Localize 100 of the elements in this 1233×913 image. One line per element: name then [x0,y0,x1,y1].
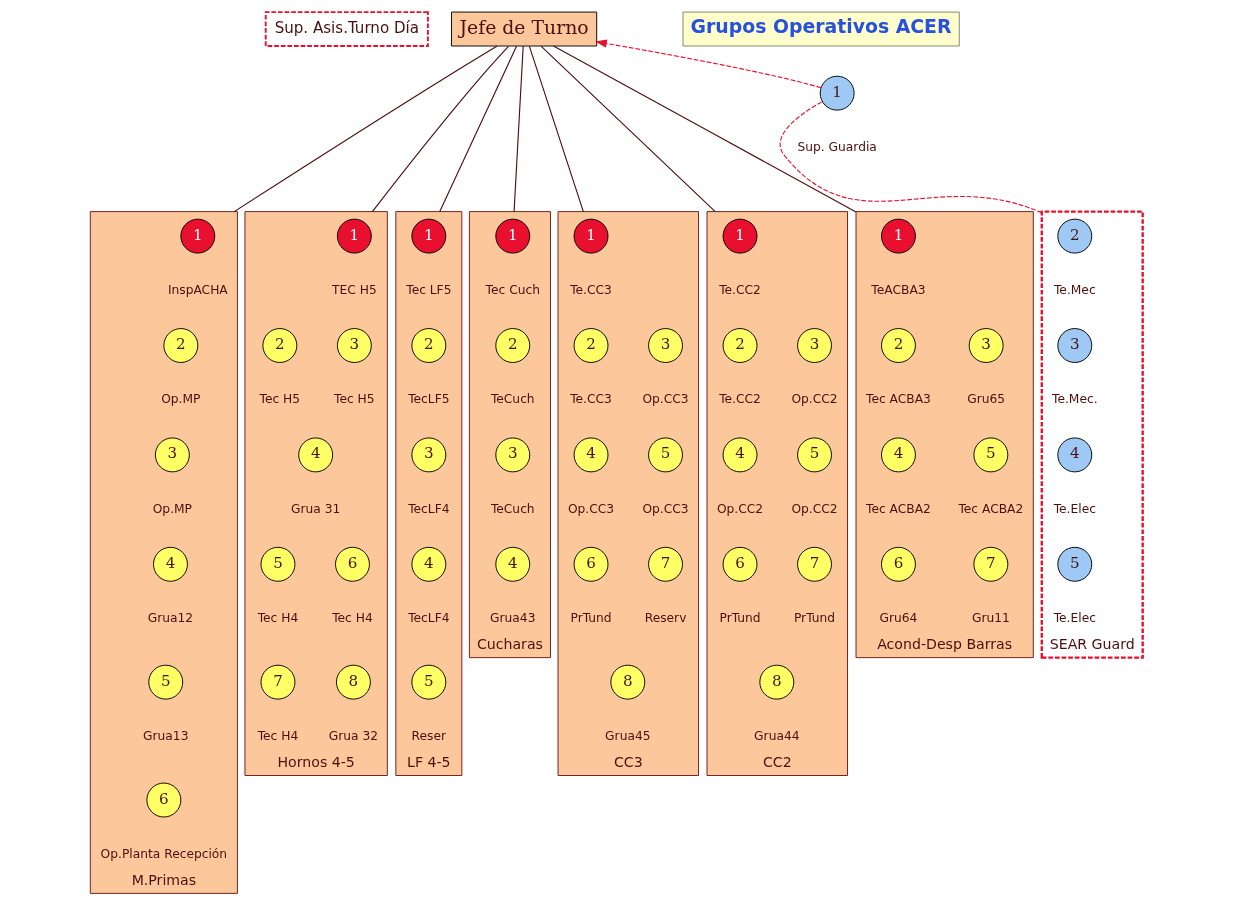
node-circle: 3 [154,437,190,473]
node-circle: 1 [819,75,855,111]
node-circle: 3 [797,328,832,363]
connector [439,45,518,213]
node-label: Grua44 [754,729,800,744]
node-label: PrTund [570,611,612,626]
node-label: Op.CC2 [716,501,764,516]
node-label: Op.CC3 [567,501,615,516]
node-circle: 3 [495,437,531,473]
node-circle: 7 [797,546,832,582]
node-label: Grua12 [147,611,194,626]
node-label: TecLF4 [408,611,450,626]
node-label: Grua45 [605,729,651,744]
arrow [595,39,822,89]
node-circle: 4 [411,546,447,582]
node-label: Sup. Guardia [797,140,877,155]
node-label: Te.Mec [1053,283,1096,298]
node-label: TeCuch [490,501,535,516]
node-circle: 6 [722,546,758,582]
node-circle: 5 [411,664,447,700]
node-label: Gru64 [879,611,918,626]
node-label: Tec H5 [259,392,301,407]
node-circle: 6 [881,546,916,582]
node-circle: 1 [411,218,447,254]
node-circle: 8 [610,664,646,700]
node-label: Op.CC2 [791,501,838,516]
node-circle: 5 [973,437,1009,473]
node-label: Op.MP [161,392,201,407]
node-label: Op.Planta Recepción [100,846,228,861]
node-label: Te.Elec [1053,501,1096,516]
node-circle: 2 [262,328,298,363]
node-label: TecLF4 [408,501,450,516]
node-circle: 3 [411,437,447,473]
node-circle: 6 [573,546,609,582]
node-box: Jefe de Turno [451,11,598,47]
node-label: Tec H5 [334,392,375,407]
node-circle: 2 [881,328,916,363]
node-label: Op.CC3 [642,392,689,407]
connector [552,45,857,213]
node-label: Reserv [644,611,687,626]
node-circle: 8 [759,664,795,700]
node-circle: 4 [1057,437,1093,473]
connector [513,45,524,213]
node-label: Grua43 [490,611,536,626]
node-label: Op.CC3 [642,501,689,516]
node-label: TeCuch [490,392,535,407]
node-label: Tec ACBA2 [958,501,1024,516]
node-label: Op.CC2 [791,392,838,407]
node-circle: 1 [722,218,758,254]
node-circle: 4 [153,546,188,582]
node-circle: 2 [573,328,609,363]
node-circle: 7 [260,664,296,700]
node-circle: 6 [146,782,182,818]
node-label: Te.CC2 [719,392,761,407]
node-label: Te.CC3 [570,283,612,298]
node-circle: 4 [722,437,758,473]
node-label: Tec ACBA3 [866,392,931,407]
node-circle: 2 [411,328,447,363]
node-circle: 2 [1057,218,1093,254]
node-label: Te.CC2 [719,283,761,298]
node-circle: 5 [797,437,832,473]
node-circle: 7 [648,546,683,582]
node-label: Reser [411,729,447,744]
node-circle: 1 [573,218,609,254]
node-label: Tec H4 [257,611,299,626]
node-label: Te.Mec. [1052,392,1098,407]
node-circle: 4 [573,437,609,473]
node-box: Grupos Operativos ACER [682,11,960,47]
node-label: InspACHA [167,283,228,298]
node-label: Tec H4 [332,611,373,626]
node-circle: 3 [1057,328,1093,363]
node-circle: 4 [881,437,916,473]
node-circle: 2 [722,328,758,363]
node-label: Op.MP [152,501,192,516]
node-label: TecLF5 [408,392,450,407]
node-label: Grua 32 [328,729,379,744]
node-label: Te.Elec [1053,611,1096,626]
node-label: Tec Cuch [485,283,540,298]
node-label: Tec H4 [257,729,299,744]
node-label: Te.CC3 [570,392,612,407]
node-circle: 1 [495,218,531,254]
node-circle: 6 [335,546,370,582]
connector [371,45,510,213]
node-circle: 2 [495,328,531,363]
node-label: Tec ACBA2 [866,501,931,516]
node-label: Gru11 [971,611,1010,626]
node-label: TEC H5 [332,283,377,298]
node-label: TeACBA3 [871,283,926,298]
node-circle: 5 [1057,546,1093,582]
node-circle: 5 [148,664,184,700]
node-circle: 5 [648,437,683,473]
node-label: Tec LF5 [406,283,452,298]
connector [540,45,716,213]
node-circle: 3 [648,328,683,363]
node-label: Grua 31 [291,501,341,516]
node-box: Sup. Asis.Turno Día [264,11,429,47]
connector [779,101,1043,214]
node-circle: 8 [335,664,371,700]
node-circle: 5 [260,546,296,582]
node-circle: 1 [881,218,916,254]
